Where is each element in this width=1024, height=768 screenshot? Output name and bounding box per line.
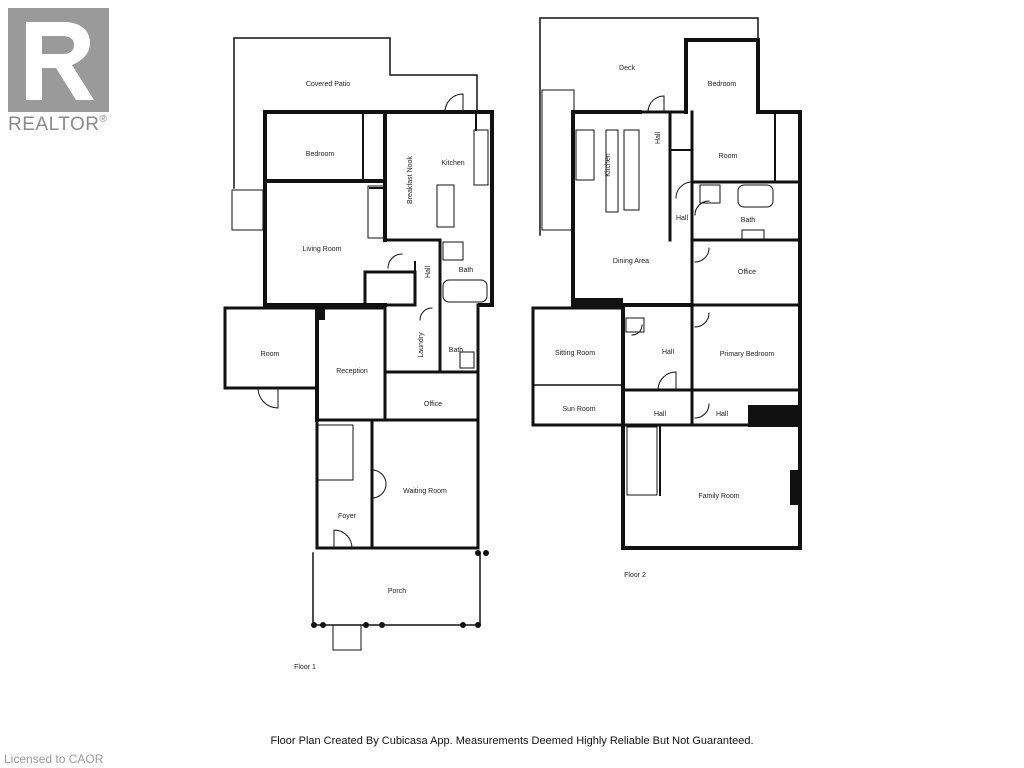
room-bath-f1-upper: Bath [459,267,474,274]
room-reception: Reception [336,368,368,375]
room-dining-area: Dining Area [613,258,649,265]
floor-2-walls [531,17,802,550]
room-primary-bedroom: Primary Bedroom [720,351,775,358]
floor-plan-disclaimer: Floor Plan Created By Cubicasa App. Meas… [270,735,754,747]
room-hall-f2-center: Hall [662,349,675,356]
room-bedroom-f1: Bedroom [306,151,335,158]
floor-1-walls [223,37,494,651]
room-hall-f2-upper: Hall [655,132,662,145]
room-bedroom-f2: Bedroom [708,81,737,88]
room-room-f1: Room [261,351,280,358]
room-breakfast-nook: Breakfast Nook [407,156,414,204]
room-waiting-room: Waiting Room [403,488,447,495]
room-office-f2: Office [738,269,756,276]
room-sitting-room: Sitting Room [555,350,595,357]
license-notice: Licensed to CAOR [4,752,104,766]
room-foyer: Foyer [338,513,357,520]
room-hall-f1: Hall [425,266,432,279]
room-deck: Deck [619,65,635,72]
realtor-wordmark: REALTOR [8,114,100,135]
room-office-f1: Office [424,401,442,408]
trademark-symbol: ® [99,114,108,125]
floor-1-label: Floor 1 [294,664,316,671]
room-kitchen-f1: Kitchen [441,160,464,167]
floor-1-room-labels: Covered Patio Bedroom Kitchen Breakfast … [261,81,474,671]
room-bath-f1-lower: Bath [449,347,464,354]
room-hall-f2-lower-left: Hall [654,411,667,418]
room-room-f2: Room [719,153,738,160]
floor-2-label: Floor 2 [624,572,646,579]
floor-1-porch-posts [311,308,489,628]
room-porch: Porch [388,588,406,595]
floor-2-room-labels: Deck Bedroom Kitchen Hall Room Hall Bath… [555,65,774,579]
room-kitchen-f2: Kitchen [605,153,612,176]
room-family-room: Family Room [698,493,739,500]
room-hall-f2-mid: Hall [676,215,689,222]
room-bath-f2: Bath [741,217,756,224]
room-laundry: Laundry [418,332,425,358]
realtor-logo-icon [8,8,109,112]
realtor-logo-text: REALTOR® [8,114,107,136]
room-living-room: Living Room [303,246,342,253]
room-hall-f2-lower-right: Hall [716,411,729,418]
room-sun-room: Sun Room [562,406,595,413]
room-covered-patio: Covered Patio [306,81,350,88]
